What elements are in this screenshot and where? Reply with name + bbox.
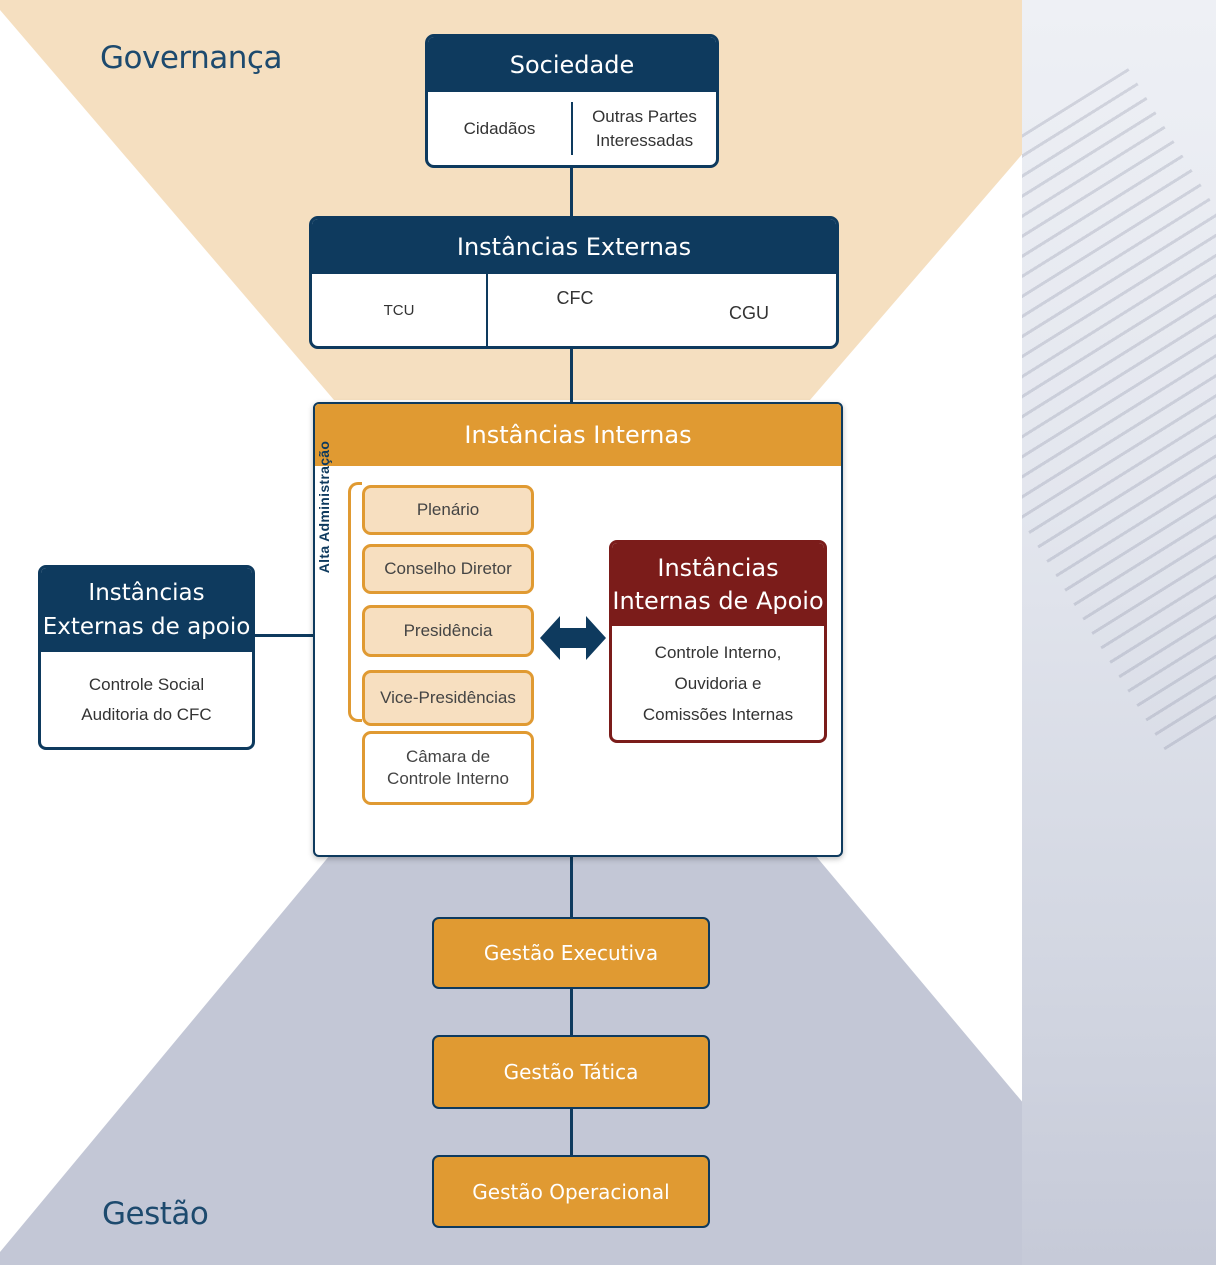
camara-controle-interno-box: Câmara de Controle Interno [362,731,534,805]
sociedade-title: Sociedade [428,37,716,92]
governanca-label: Governança [100,40,282,76]
instancias-externas-body: TCU CFC CGU [312,274,836,346]
instancias-externas-apoio-title: Instâncias Externas de apoio [41,568,252,652]
gestao-operacional-box: Gestão Operacional [432,1155,710,1228]
gestao-executiva-box: Gestão Executiva [432,917,710,989]
instancias-externas-title: Instâncias Externas [312,219,836,274]
connector-sociedade-externas [570,166,573,218]
instancias-internas-apoio-box: Instâncias Internas de Apoio Controle In… [609,540,827,743]
externas-divider [486,274,488,346]
double-arrow-icon [540,616,606,660]
connector-externas-internas [570,346,573,404]
externas-item-cgu: CGU [729,303,769,323]
sociedade-divider [571,102,573,155]
plenario-box: Plenário [362,485,534,535]
alta-administracao-bracket [348,482,362,722]
background-paper-image [1022,0,1216,1265]
connector-apoio-externo [254,634,316,637]
instancias-internas-apoio-title: Instâncias Internas de Apoio [612,543,824,626]
instancias-externas-apoio-body: Controle Social Auditoria do CFC [81,674,212,724]
sociedade-item-cidadaos: Cidadãos [463,118,536,138]
instancias-externas-box: Instâncias Externas TCU CFC CGU [309,216,839,349]
connector-tatica-operacional [570,1108,573,1156]
externas-item-cfc: CFC [556,288,594,308]
sociedade-body: Cidadãos Outras Partes Interessadas [428,92,716,165]
instancias-internas-apoio-body: Controle Interno, Ouvidoria e Comissões … [642,642,794,724]
sociedade-box: Sociedade Cidadãos Outras Partes Interes… [425,34,719,168]
instancias-externas-apoio-box: Instâncias Externas de apoio Controle So… [38,565,255,750]
vice-presidencias-box: Vice-Presidências [362,670,534,726]
gestao-tatica-box: Gestão Tática [432,1035,710,1109]
connector-internas-gestao [570,855,573,918]
conselho-diretor-box: Conselho Diretor [362,544,534,594]
presidencia-box: Presidência [362,605,534,657]
gestao-label: Gestão [102,1196,209,1232]
connector-executiva-tatica [570,988,573,1036]
externas-item-tcu: TCU [383,301,415,319]
alta-administracao-label: Alta Administração [316,440,332,574]
sociedade-item-outras-partes: Outras Partes Interessadas [592,106,697,150]
instancias-internas-title: Instâncias Internas [315,404,841,466]
